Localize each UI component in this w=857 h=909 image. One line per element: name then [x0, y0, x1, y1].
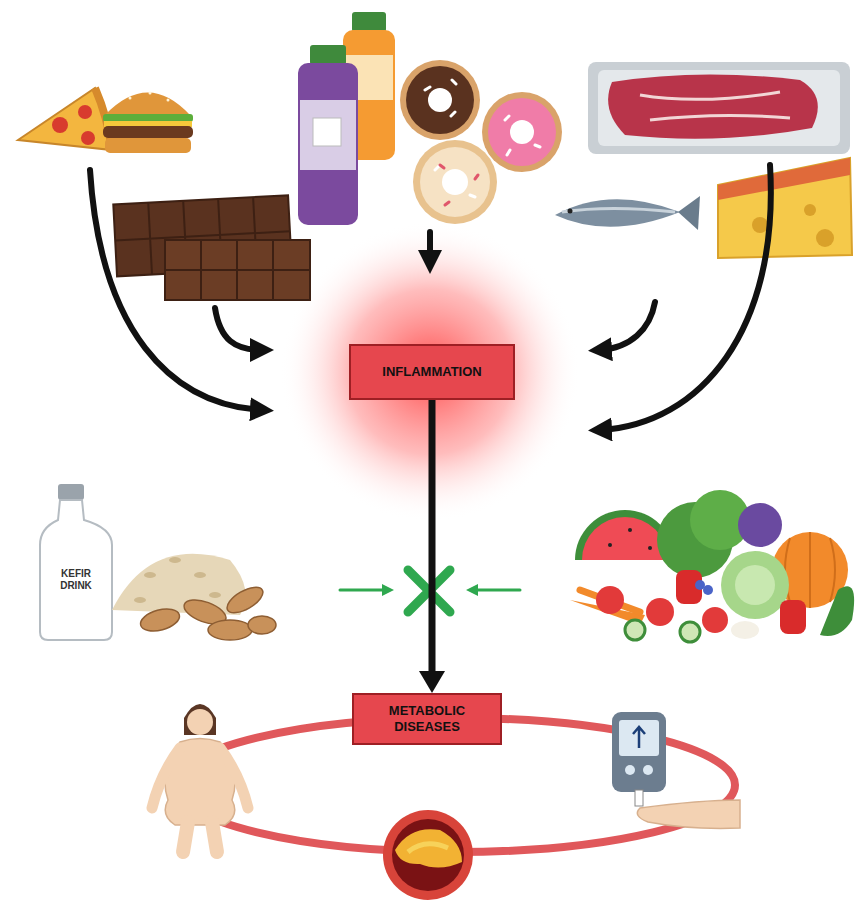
artery-section: [383, 810, 473, 900]
pizza: [18, 88, 112, 150]
sugary-drinks: [298, 12, 395, 225]
vegetables: [570, 490, 854, 642]
arrow-head: [419, 671, 445, 693]
meat: [588, 62, 850, 154]
process-box: INFLAMMATION: [349, 344, 515, 400]
process-box: METABOLIC DISEASES: [352, 693, 502, 745]
box-label: METABOLIC DISEASES: [372, 703, 482, 736]
donuts: [400, 60, 562, 224]
flow-arrow: [419, 400, 445, 693]
glucose-meter: [612, 712, 740, 828]
oats-peanuts: [112, 554, 276, 640]
cheese: [718, 158, 852, 258]
arrow-line: [429, 400, 436, 675]
food-arrows: [90, 165, 771, 430]
fish: [555, 196, 700, 230]
obese-figure: [152, 704, 248, 852]
burger: [103, 92, 193, 154]
bottle-label: KEFIR DRINK: [46, 568, 106, 592]
kefir-bottle: [40, 484, 112, 640]
chocolate: [113, 195, 310, 300]
box-label: INFLAMMATION: [382, 364, 481, 380]
